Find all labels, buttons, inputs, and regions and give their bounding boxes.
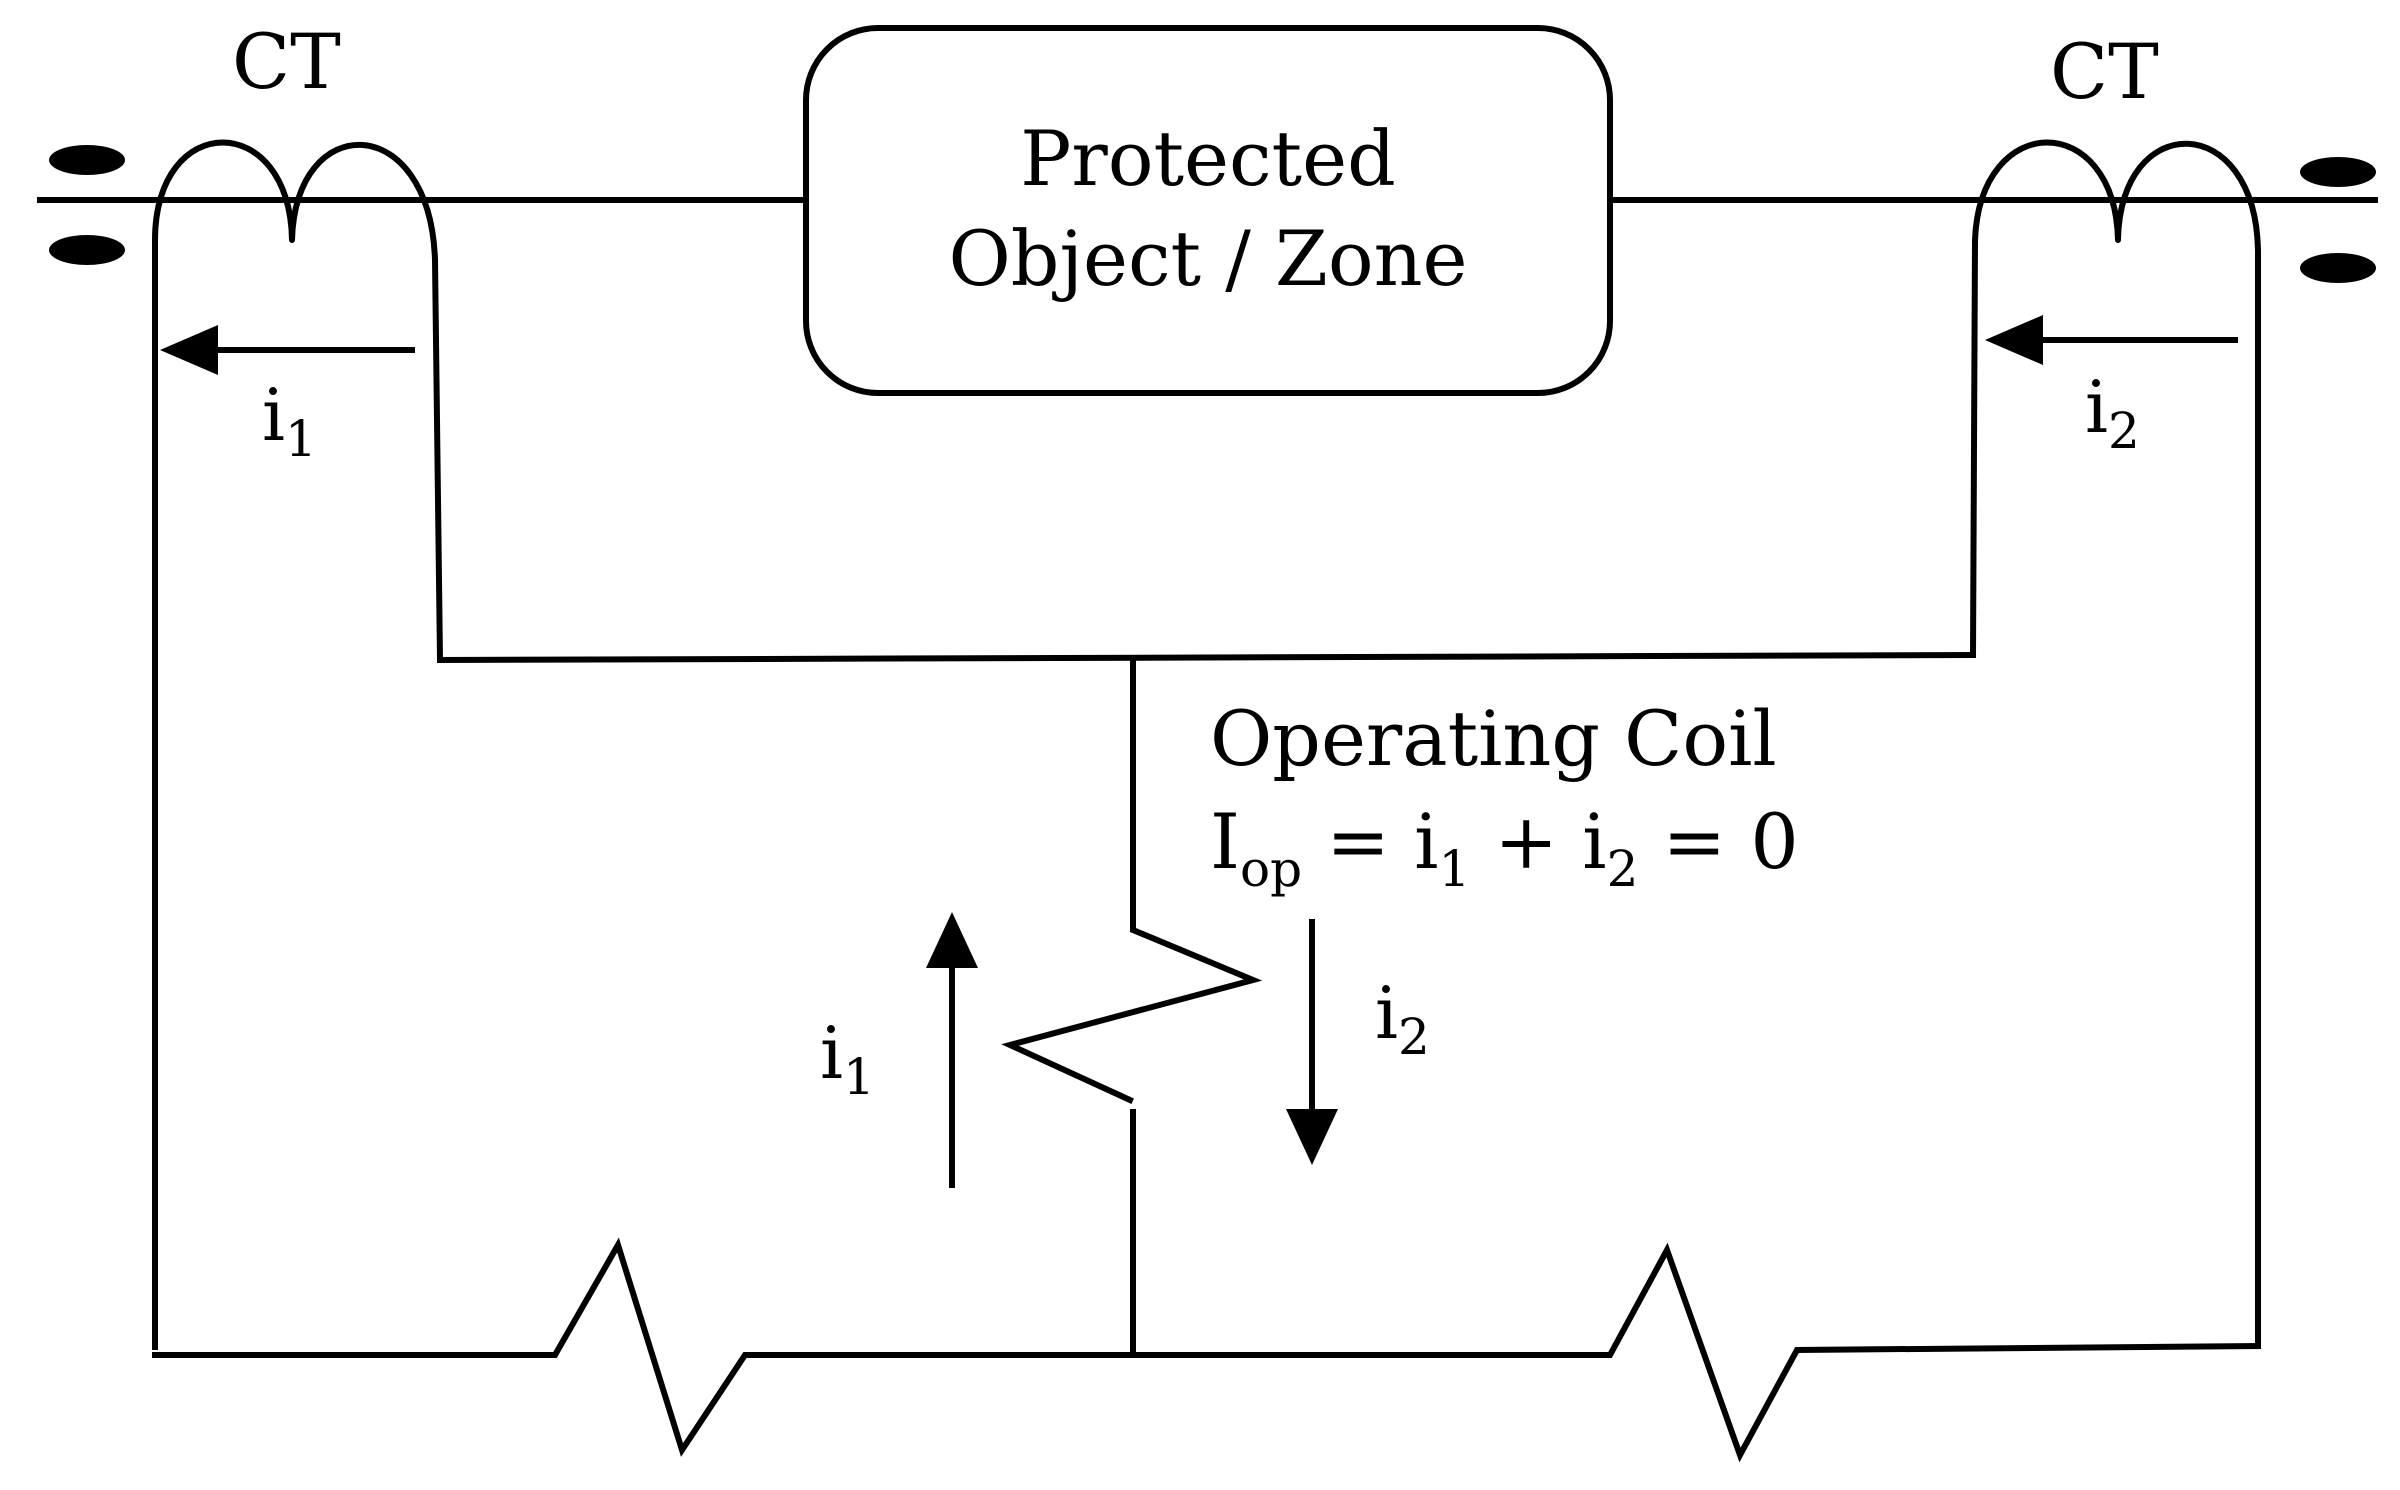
right-upper-polarity-dot	[2300, 157, 2376, 187]
upper-interconnect	[436, 651, 1977, 664]
left-ct: CT	[152, 17, 443, 1350]
left-ct-current-label: i1	[262, 373, 317, 468]
protected-zone-line2: Object / Zone	[948, 214, 1467, 303]
protected-zone: Protected Object / Zone	[803, 25, 1613, 396]
operating-coil-title: Operating Coil	[1210, 694, 1777, 783]
left-upper-polarity-dot	[49, 145, 125, 175]
current-labels: i1 i2 i1 i2	[262, 365, 2140, 1106]
coil-up-current-arrow	[926, 912, 978, 1188]
right-lower-polarity-dot	[2300, 253, 2376, 283]
right-ct-current-label: i2	[2085, 365, 2140, 460]
right-ct-label: CT	[2050, 27, 2159, 116]
left-ct-label: CT	[232, 17, 341, 106]
operating-coil	[1001, 657, 1263, 1104]
left-restraint-coil	[152, 1237, 1136, 1457]
protected-zone-line1: Protected	[1020, 114, 1395, 203]
right-ct-winding	[1970, 139, 2261, 1346]
left-ct-winding	[152, 139, 443, 1350]
polarity-dots	[49, 145, 2376, 283]
right-restraint-coil	[1130, 1242, 2262, 1463]
current-arrows	[160, 315, 2238, 1188]
left-ct-current-arrow	[160, 325, 415, 375]
coil-down-current-arrow	[1286, 919, 1338, 1165]
right-ct: CT	[1970, 27, 2261, 1346]
coil-down-current-label: i2	[1375, 971, 1430, 1066]
right-ct-current-arrow	[1985, 315, 2238, 365]
left-lower-polarity-dot	[49, 235, 125, 265]
coil-up-current-label: i1	[820, 1011, 875, 1106]
operating-coil-branch	[1001, 657, 1263, 1358]
protected-zone-box	[803, 25, 1613, 396]
operating-current-equation: Iop = i1 + i2 = 0	[1210, 797, 1799, 898]
operating-coil-annotation: Operating Coil Iop = i1 + i2 = 0	[1210, 694, 1799, 898]
lower-interconnect	[152, 1237, 2262, 1463]
